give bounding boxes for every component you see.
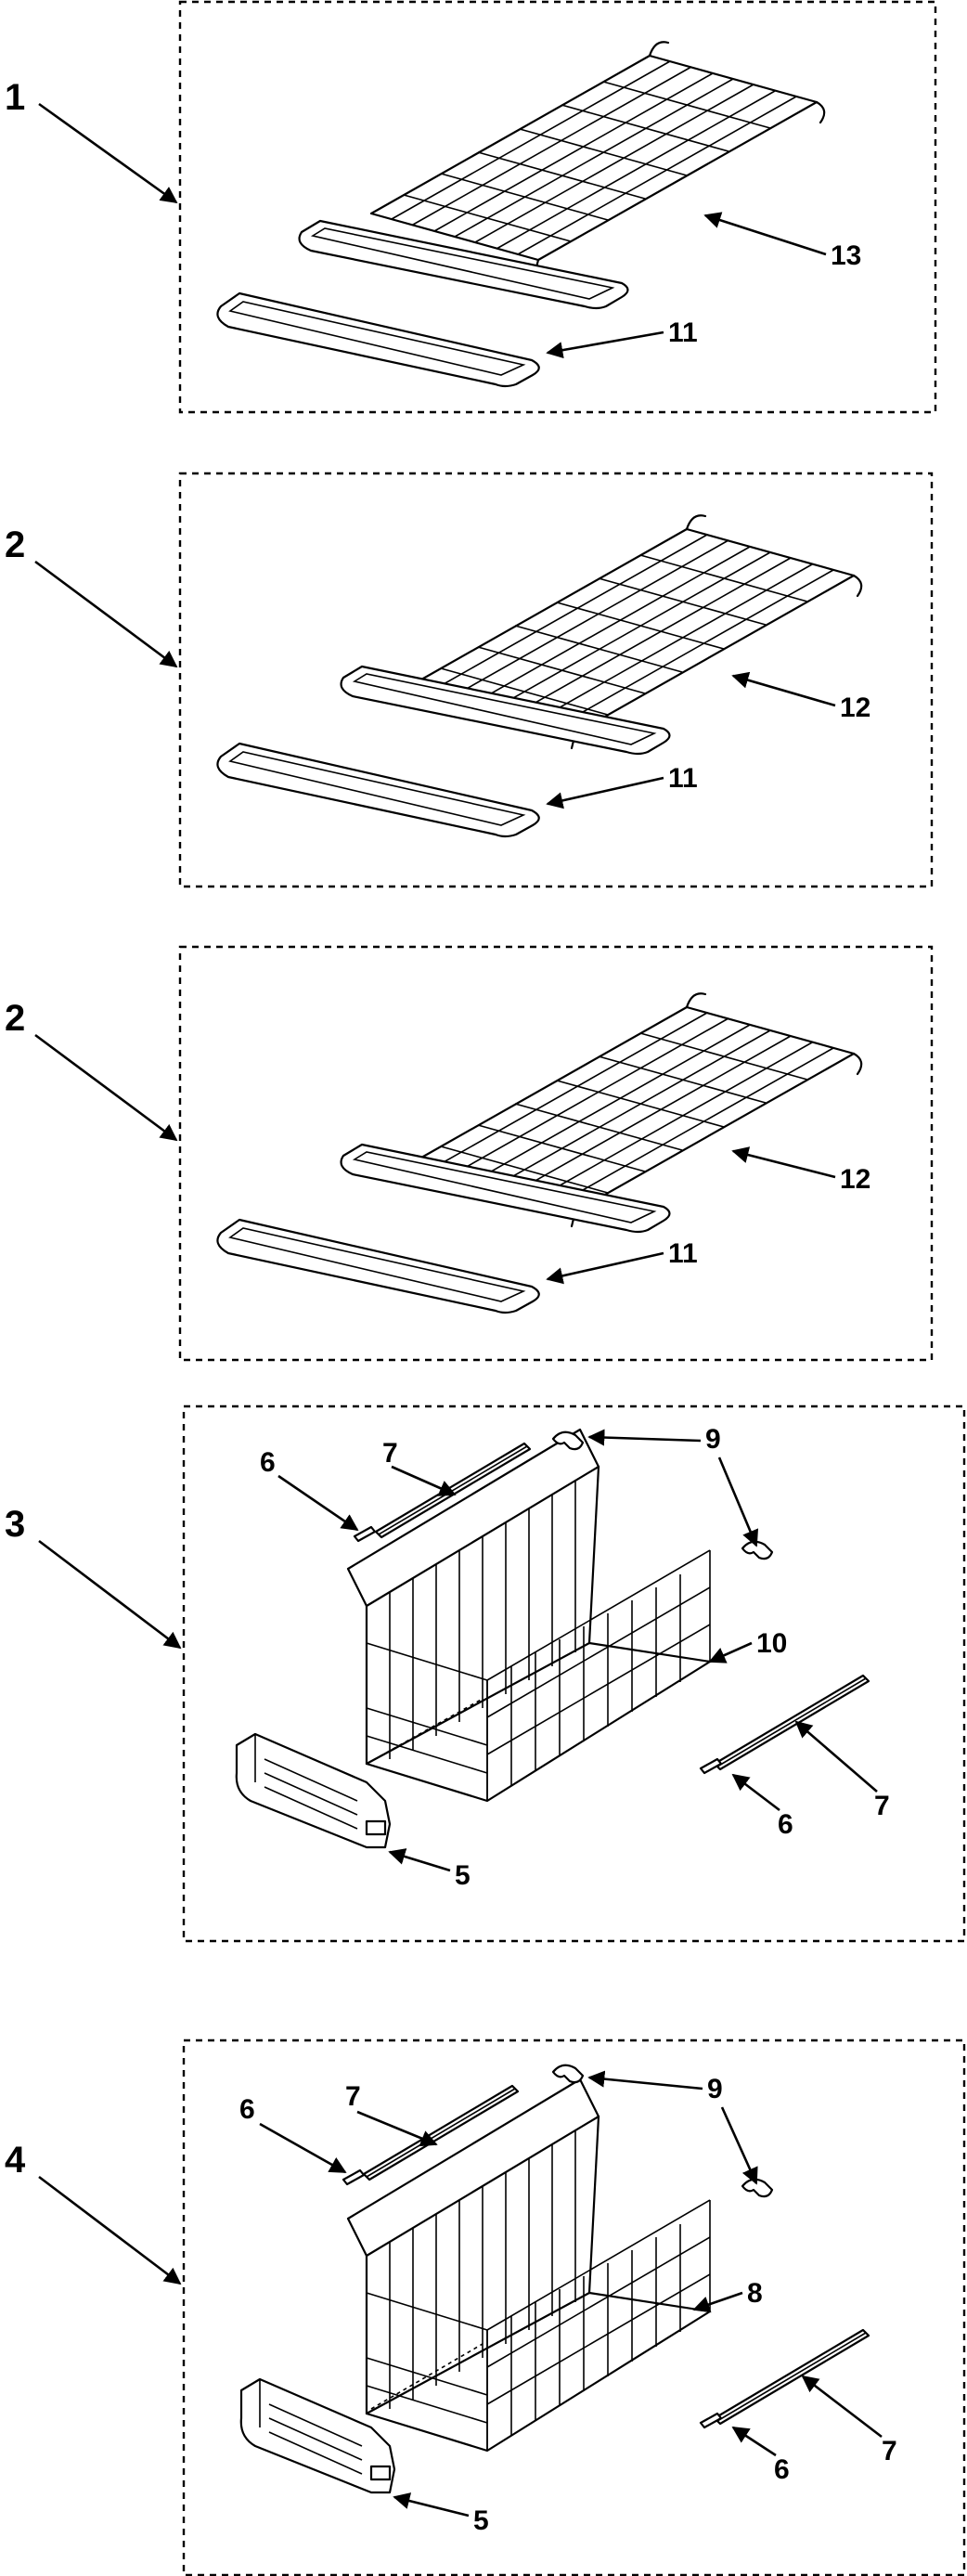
basket-handle xyxy=(239,2377,396,2494)
part-9-leader-b xyxy=(717,1456,759,1547)
part-8-label: 8 xyxy=(747,2278,763,2309)
assembly-group-2a: 2 12 11 xyxy=(5,472,934,888)
shelf-frame-strip xyxy=(216,1218,540,1314)
part-9-leader-a xyxy=(587,1429,702,1446)
part-6-leader xyxy=(731,2426,777,2457)
part-12-label: 12 xyxy=(840,693,870,723)
part-7-leader xyxy=(801,2375,883,2439)
wire-basket xyxy=(346,1428,712,1803)
part-8-leader xyxy=(692,2291,743,2313)
group-2b-frame xyxy=(178,945,934,1362)
part-13-label: 13 xyxy=(831,240,861,271)
part-11-label: 11 xyxy=(668,1238,698,1269)
assembly-group-4: 4 6 7 9 8 6 7 5 xyxy=(5,2039,966,2576)
part-6-label: 6 xyxy=(239,2094,255,2125)
right-clip xyxy=(699,2412,723,2429)
part-9-leader-b xyxy=(720,2106,758,2185)
part-13-leader xyxy=(703,212,827,256)
assembly-group-3: 3 6 7 9 10 6 7 5 xyxy=(5,1405,966,1943)
assembly-group-1: 1 13 11 xyxy=(5,0,937,414)
group-4-number: 4 xyxy=(5,2140,26,2181)
left-rail xyxy=(362,2084,520,2181)
part-6-label: 6 xyxy=(778,1809,793,1840)
part-12-leader xyxy=(731,671,836,707)
wire-shelf xyxy=(369,41,826,277)
part-7-leader xyxy=(356,2110,438,2147)
part-9-label: 9 xyxy=(705,1424,721,1455)
shelf-trim xyxy=(298,219,629,310)
right-clip xyxy=(699,1757,723,1775)
part-5-label: 5 xyxy=(473,2505,489,2536)
group-3-number: 3 xyxy=(5,1504,25,1545)
part-6-label: 6 xyxy=(260,1447,276,1478)
part-10-leader xyxy=(708,1641,753,1663)
group-4-frame xyxy=(182,2039,966,2576)
part-7-label: 7 xyxy=(382,1438,398,1469)
part-11-label: 11 xyxy=(668,763,698,794)
hook-right xyxy=(741,2178,774,2198)
hook-left xyxy=(551,2064,585,2084)
group-2b-number: 2 xyxy=(5,998,25,1039)
part-7-label: 7 xyxy=(874,1791,890,1821)
part-7-label: 7 xyxy=(882,2436,897,2466)
right-rail xyxy=(713,1674,870,1771)
part-5-label: 5 xyxy=(455,1860,471,1891)
part-5-leader xyxy=(388,1848,451,1872)
group-1-frame xyxy=(178,0,937,414)
part-11-label: 11 xyxy=(668,317,698,348)
shelf-trim xyxy=(340,665,671,756)
group-1-leader xyxy=(38,102,178,204)
group-2a-frame xyxy=(178,472,934,888)
group-2a-number: 2 xyxy=(5,524,25,565)
left-rail xyxy=(374,1442,532,1539)
part-7-leader xyxy=(794,1720,878,1793)
part-7-label: 7 xyxy=(345,2081,361,2112)
part-12-label: 12 xyxy=(840,1164,870,1195)
group-3-frame xyxy=(182,1405,966,1943)
part-11-leader xyxy=(546,1251,664,1285)
group-3-leader xyxy=(38,1539,182,1650)
shelf-frame-strip xyxy=(216,291,540,388)
part-6-leader xyxy=(731,1773,780,1812)
part-6-leader xyxy=(277,1474,359,1532)
shelf-frame-strip xyxy=(216,742,540,838)
group-2b-leader xyxy=(34,1033,178,1142)
handle-guide-line xyxy=(370,2343,484,2410)
part-10-label: 10 xyxy=(756,1628,787,1659)
hook-left xyxy=(551,1430,585,1451)
part-11-leader xyxy=(546,330,664,359)
part-11-leader xyxy=(546,776,664,809)
part-12-leader xyxy=(731,1146,836,1179)
part-6-leader xyxy=(259,2122,347,2174)
part-9-leader-a xyxy=(587,2070,703,2091)
group-1-number: 1 xyxy=(5,77,25,118)
part-6-label: 6 xyxy=(774,2454,790,2485)
group-4-leader xyxy=(38,2175,182,2285)
hook-right xyxy=(741,1540,774,1560)
part-5-leader xyxy=(393,2492,470,2518)
part-7-leader xyxy=(391,1465,457,1496)
group-2a-leader xyxy=(34,560,178,668)
wire-basket xyxy=(346,2078,712,2453)
part-9-label: 9 xyxy=(707,2074,723,2104)
assembly-group-2b: 2 12 11 xyxy=(5,945,934,1362)
shelf-trim xyxy=(340,1143,671,1234)
left-clip xyxy=(342,2168,366,2186)
